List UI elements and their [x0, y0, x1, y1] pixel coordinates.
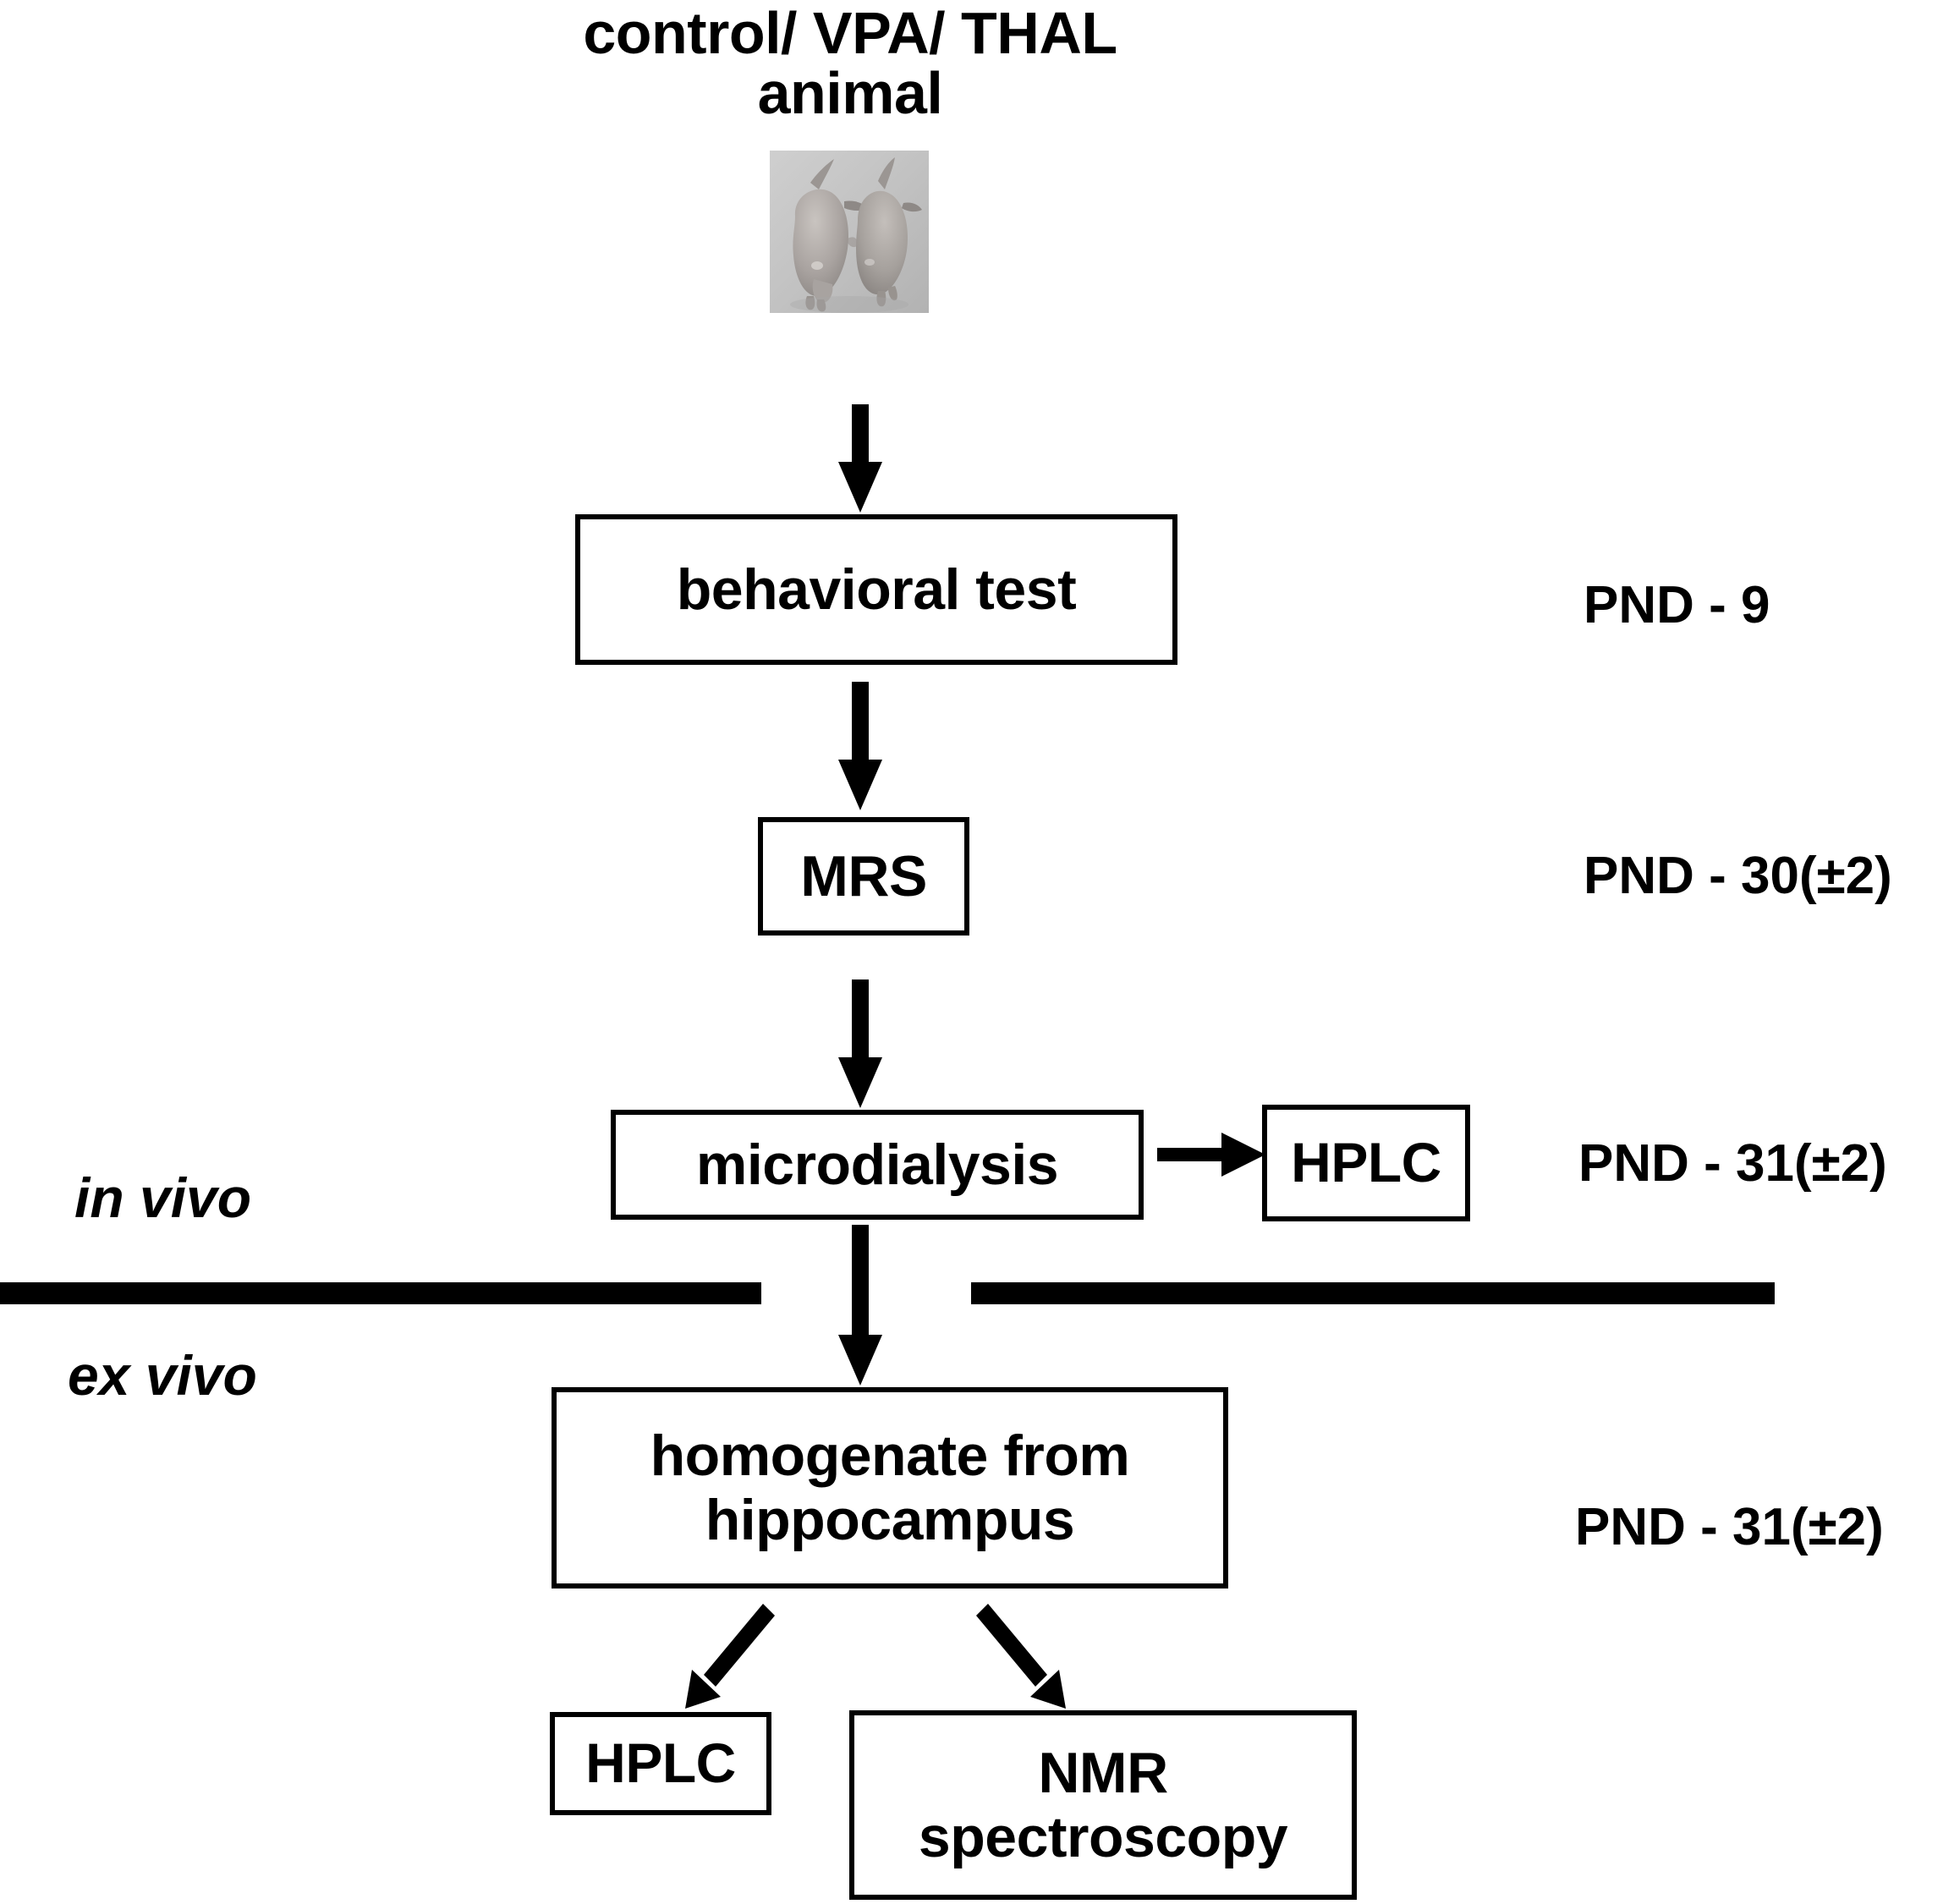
node-microdialysis-label: microdialysis: [695, 1132, 1059, 1197]
timepoint-homogenate: PND - 31(±2): [1575, 1498, 1884, 1556]
arrow-microdialysis-to-homogenate: [814, 1225, 907, 1385]
arrow-microdialysis-to-hplc: [1157, 1131, 1265, 1178]
node-hplc-in-vivo[interactable]: HPLC: [1262, 1105, 1470, 1221]
node-nmr-spectroscopy[interactable]: NMR spectroscopy: [849, 1710, 1357, 1900]
node-hplc-ex-vivo-label: HPLC: [585, 1731, 736, 1795]
node-homogenate[interactable]: homogenate from hippocampus: [552, 1387, 1228, 1588]
divider-bar-right: [971, 1282, 1775, 1304]
node-microdialysis[interactable]: microdialysis: [611, 1110, 1144, 1220]
node-mrs-label: MRS: [800, 843, 927, 908]
node-hplc-ex-vivo[interactable]: HPLC: [550, 1712, 771, 1815]
timepoint-mrs: PND - 30(±2): [1584, 847, 1892, 905]
timepoint-microdialysis: PND - 31(±2): [1578, 1134, 1887, 1193]
node-behavioral-test-label: behavioral test: [676, 557, 1077, 622]
phase-label-in-vivo: in vivo: [74, 1166, 252, 1229]
arrow-homogenate-to-hplc: [668, 1599, 837, 1726]
node-homogenate-label: homogenate from hippocampus: [650, 1423, 1130, 1552]
node-behavioral-test[interactable]: behavioral test: [575, 514, 1177, 665]
divider-bar-left: [0, 1282, 761, 1304]
arrow-homogenate-to-nmr: [973, 1599, 1159, 1726]
node-nmr-spectroscopy-label: NMR spectroscopy: [918, 1740, 1288, 1869]
node-mrs[interactable]: MRS: [758, 817, 969, 936]
timepoint-behavioral-test: PND - 9: [1584, 576, 1770, 634]
node-hplc-in-vivo-label: HPLC: [1291, 1131, 1441, 1194]
phase-label-ex-vivo: ex vivo: [68, 1344, 257, 1407]
arrow-behavioral-test-to-mrs: [814, 682, 907, 810]
arrow-mrs-to-microdialysis: [814, 979, 907, 1108]
arrow-animal-to-behavioral-test: [814, 404, 907, 513]
neonatal-rat-pups-photo: [770, 151, 929, 313]
figure-title: control/ VPA/ THAL animal: [583, 0, 1117, 127]
